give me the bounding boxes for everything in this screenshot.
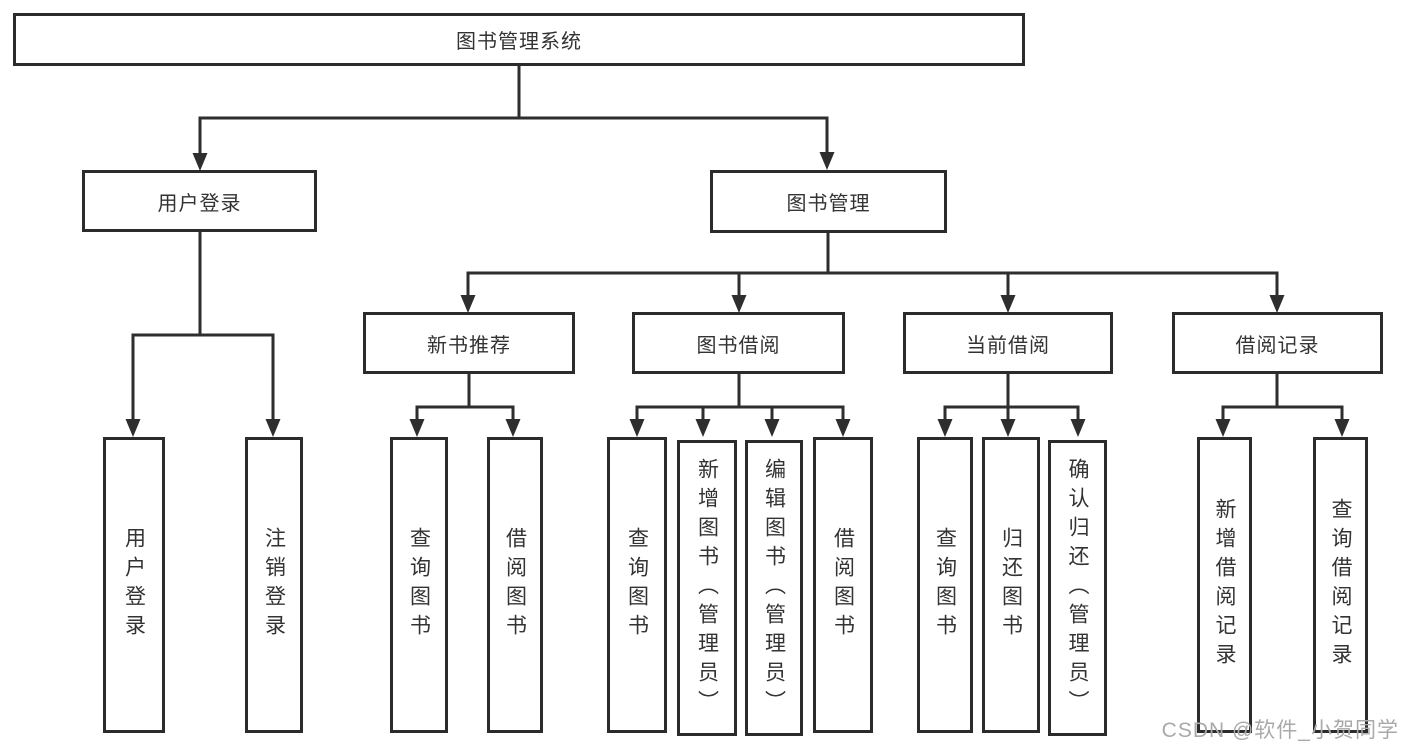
node-current-borrowing: 当前借阅: [903, 312, 1113, 374]
leaf-borrow-edit-books-admin-label: 编辑图书（管理员）: [762, 457, 786, 719]
leaf-newbook-borrow-books: 借阅图书: [487, 437, 543, 733]
leaf-borrow-edit-books-admin: 编辑图书（管理员）: [745, 440, 803, 736]
leaf-borrow-add-books-admin-label: 新增图书（管理员）: [695, 457, 719, 719]
connector-current-to-leaves: [937, 373, 1086, 437]
node-book-management: 图书管理: [710, 170, 947, 233]
leaf-borrow-borrow-books-label: 借阅图书: [831, 527, 855, 643]
leaf-newbook-query-books-label: 查询图书: [407, 527, 431, 643]
node-user-login: 用户登录: [82, 170, 317, 232]
leaf-borrow-add-books-admin: 新增图书（管理员）: [677, 440, 737, 736]
leaf-current-query-books-label: 查询图书: [933, 527, 957, 643]
leaf-records-query-record: 查询借阅记录: [1313, 437, 1368, 733]
node-root: 图书管理系统: [13, 13, 1025, 66]
node-book-borrowing: 图书借阅: [632, 312, 845, 374]
watermark: CSDN @软件_小贺同学: [1161, 719, 1399, 742]
leaf-current-return-books-label: 归还图书: [999, 527, 1023, 643]
leaf-borrow-borrow-books: 借阅图书: [813, 437, 873, 733]
connector-newbooks-to-leaves: [409, 373, 521, 437]
node-new-book-recommend: 新书推荐: [363, 312, 575, 374]
connector-bookmgmt-to-level3: [460, 233, 1285, 313]
leaf-newbook-borrow-books-label: 借阅图书: [503, 527, 527, 643]
leaf-user-login: 用户登录: [103, 437, 165, 733]
leaf-logout-label: 注销登录: [262, 527, 286, 643]
leaf-current-confirm-return-admin: 确认归还（管理员）: [1048, 440, 1107, 736]
node-borrow-records: 借阅记录: [1172, 312, 1383, 374]
leaf-borrow-query-books-label: 查询图书: [625, 527, 649, 643]
leaf-current-return-books: 归还图书: [982, 437, 1040, 733]
leaf-logout: 注销登录: [245, 437, 303, 733]
connector-records-to-leaves: [1215, 373, 1350, 437]
leaf-current-confirm-return-admin-label: 确认归还（管理员）: [1066, 457, 1089, 719]
leaf-borrow-query-books: 查询图书: [607, 437, 667, 733]
leaf-user-login-label: 用户登录: [122, 527, 146, 643]
leaf-newbook-query-books: 查询图书: [390, 437, 448, 733]
leaf-records-query-record-label: 查询借阅记录: [1329, 498, 1352, 672]
leaf-current-query-books: 查询图书: [917, 437, 973, 733]
connector-userlogin-to-leaves: [125, 230, 281, 437]
connector-borrowing-to-leaves: [629, 373, 851, 437]
leaf-records-add-record-label: 新增借阅记录: [1213, 498, 1236, 672]
connector-root-to-level2: [192, 66, 835, 171]
leaf-records-add-record: 新增借阅记录: [1197, 437, 1252, 733]
